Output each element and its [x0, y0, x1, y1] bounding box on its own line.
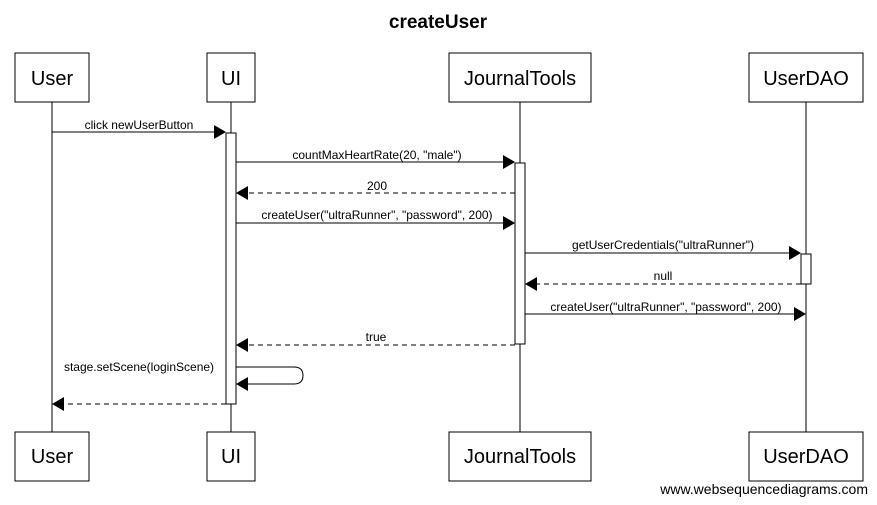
- arrowhead-icon: [214, 125, 226, 139]
- arrowhead-icon: [52, 397, 64, 411]
- message-click-new-user-button: click newUserButton: [52, 118, 226, 139]
- participant-label: JournalTools: [464, 68, 576, 90]
- message-set-scene: stage.setScene(loginScene): [64, 360, 304, 391]
- arrowhead-icon: [503, 216, 515, 230]
- participant-label: User: [31, 68, 74, 90]
- participant-label: User: [31, 446, 74, 468]
- message-return-null: null: [525, 269, 801, 291]
- activation-ui: [225, 132, 237, 405]
- arrowhead-icon: [236, 186, 248, 200]
- participant-journaltools-bottom: JournalTools: [448, 431, 592, 482]
- message-label: createUser("ultraRunner", "password", 20…: [261, 208, 492, 222]
- message-count-max-heart-rate: countMaxHeartRate(20, "male"): [236, 148, 515, 169]
- arrowhead-icon: [525, 277, 537, 291]
- arrowhead-icon: [236, 377, 248, 391]
- participant-user-top: User: [14, 52, 90, 103]
- watermark: www.websequencediagrams.com: [659, 481, 868, 497]
- participant-user-bottom: User: [14, 431, 90, 482]
- message-return-200: 200: [236, 179, 515, 200]
- message-create-user-userdao: createUser("ultraRunner", "password", 20…: [525, 300, 806, 321]
- arrowhead-icon: [789, 246, 801, 260]
- message-label: countMaxHeartRate(20, "male"): [292, 148, 461, 162]
- participant-label: UI: [221, 446, 241, 468]
- message-label: true: [366, 330, 387, 344]
- message-return-true: true: [236, 330, 515, 352]
- participant-label: JournalTools: [464, 446, 576, 468]
- participant-journaltools-top: JournalTools: [448, 52, 592, 103]
- participant-userdao-bottom: UserDAO: [748, 431, 864, 482]
- participant-label: UserDAO: [763, 446, 849, 468]
- message-label: click newUserButton: [85, 118, 194, 132]
- message-return-to-user: [52, 397, 226, 411]
- participant-userdao-top: UserDAO: [748, 52, 864, 103]
- arrowhead-icon: [236, 338, 248, 352]
- arrowhead-icon: [503, 155, 515, 169]
- activation-journaltools: [514, 162, 526, 345]
- message-label: createUser("ultraRunner", "password", 20…: [550, 300, 781, 314]
- activation-userdao: [800, 253, 812, 285]
- arrowhead-icon: [794, 307, 806, 321]
- participant-label: UserDAO: [763, 68, 849, 90]
- message-label: null: [654, 269, 673, 283]
- message-label: getUserCredentials("ultraRunner"): [572, 238, 754, 252]
- participant-ui-top: UI: [206, 52, 256, 103]
- participant-label: UI: [221, 68, 241, 90]
- message-create-user-journaltools: createUser("ultraRunner", "password", 20…: [236, 208, 515, 230]
- diagram-title: createUser: [389, 12, 488, 33]
- message-label: 200: [367, 179, 387, 193]
- message-label: stage.setScene(loginScene): [64, 360, 214, 374]
- participant-ui-bottom: UI: [206, 431, 256, 482]
- message-get-user-credentials: getUserCredentials("ultraRunner"): [525, 238, 801, 260]
